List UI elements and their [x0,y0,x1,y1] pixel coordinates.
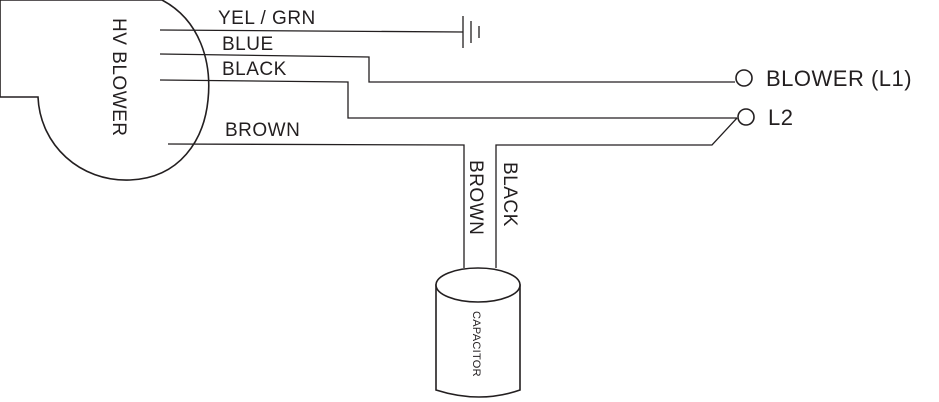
wire-label-brown-top: BROWN [225,120,300,141]
capacitor-top [435,267,521,303]
wire-label-black-top: BLACK [222,59,287,80]
wire-blue [159,53,735,83]
wire-label-blue: BLUE [222,34,274,55]
capacitor [435,267,521,398]
capacitor-label: CAPACITOR [470,311,482,377]
wire-label-black-vertical: BLACK [499,162,520,227]
terminal-label-blower-l1: BLOWER (L1) [766,66,912,91]
wire-black-blower [159,79,737,119]
capacitor-body [435,284,521,398]
wire-label-yel-grn: YEL / GRN [218,8,316,29]
ground-icon [462,16,480,48]
wire-brown-blower [167,143,465,268]
wire-black-capacitor [495,117,738,268]
wire-label-brown-vertical: BROWN [465,160,486,235]
terminal-l2 [737,108,755,126]
terminal-blower-l1 [735,69,753,87]
blower-label: HV BLOWER [108,18,129,137]
wire-yel-grn [159,29,464,33]
terminal-label-l2: L2 [768,105,793,130]
blower-housing [0,0,210,181]
